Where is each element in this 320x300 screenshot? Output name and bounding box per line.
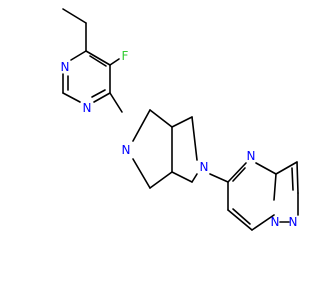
bond-c6-nb [191,173,198,183]
bond-c3-c2-inner [291,167,294,191]
molecular-structure-diagram: N N F N N N N N [61,8,299,231]
atom-label-bicyclic-n-a: N [122,143,131,157]
bond-lines [62,8,299,231]
bond-c4-n3 [93,92,111,103]
atom-label-fluorine: F [122,49,129,63]
bond-c3-c6a [149,171,173,189]
bond-c7-c6 [227,209,253,231]
bond-c5-n4-inner [232,167,246,182]
atom-label-bridgehead-n: N [271,215,280,229]
bond-nb-c5 [209,173,229,183]
bond-c3a-c3 [275,161,298,175]
atom-label-pyrazolo-ring-n: N [247,149,256,163]
bond-c6-c5 [85,50,111,66]
bond-c3a-c4 [171,116,193,128]
bond-c6-c5-inner [89,55,107,67]
bond-c3-c2 [296,161,299,194]
bond-n7a-c7 [251,214,275,231]
bond-c4-nbicyclic [109,92,123,113]
bond-na-c1 [132,109,151,142]
bond-c4-nb [191,116,198,161]
bond-n3-c2 [62,92,81,103]
bond-n1-c6 [70,50,87,61]
atom-label-pyrimidine-n3: N [83,101,92,115]
bond-c4-n3-inner [91,89,106,98]
bond-c7-c6-inner [232,208,251,225]
atom-label-pyrazole-n: N [289,215,298,229]
bond-ethyl-ch3 [62,8,87,24]
atom-label-pyrimidine-n1: N [61,60,70,74]
bond-c1-c3a [149,109,173,128]
bond-c6a-c6 [171,171,193,183]
bond-c5-n4 [227,162,247,183]
bond-na-c3 [132,158,151,189]
atom-label-bicyclic-n-b: N [200,160,209,174]
bond-c3a-n7a [273,173,277,201]
bond-n4-c3a [255,162,277,175]
bond-c5-f [109,58,120,66]
